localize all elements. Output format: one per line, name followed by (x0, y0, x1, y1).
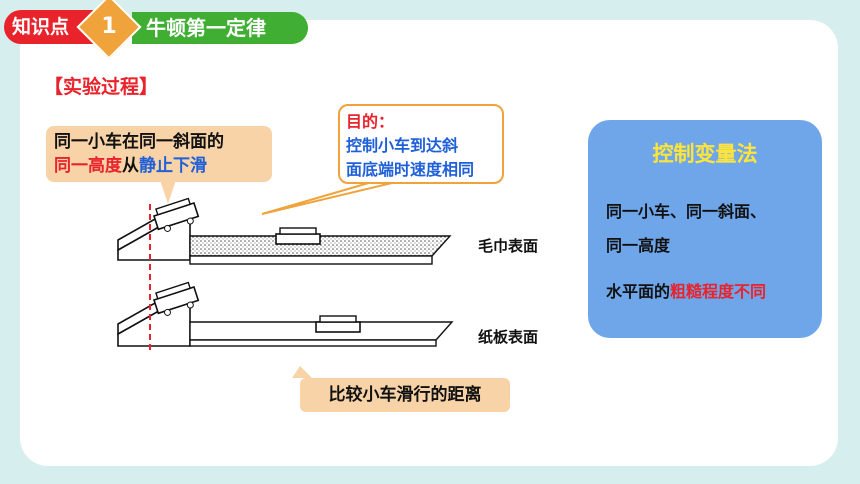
topic-title: 牛顿第一定律 (146, 16, 266, 40)
control-variable-panel: 控制变量法 同一小车、同一斜面、 同一高度 水平面的粗糙程度不同 (588, 120, 822, 338)
panel-line2: 同一高度 (606, 236, 671, 255)
cart-bottom-end (315, 315, 361, 333)
start-condition-callout: 同一小车在同一斜面的 同一高度从静止下滑 (46, 126, 272, 182)
cart-bottom-start (152, 281, 200, 316)
panel-line1: 同一小车、同一斜面、 (606, 202, 767, 221)
towel-setup (117, 197, 452, 265)
bottom-callout-pointer (292, 366, 312, 378)
start-condition-line2: 同一高度从静止下滑 (54, 154, 264, 178)
cardboard-surface-label: 纸板表面 (478, 328, 539, 346)
section-title: 【实验过程】 (44, 76, 159, 98)
compare-distance-callout: 比较小车滑行的距离 (300, 378, 510, 412)
panel-title: 控制变量法 (652, 142, 758, 166)
towel-surface-label: 毛巾表面 (478, 237, 539, 255)
purpose-heading: 目的： (346, 112, 395, 131)
same-height-text: 同一高度 (54, 156, 122, 176)
purpose-callout-pointer (261, 181, 397, 215)
panel-line3-highlight: 粗糙程度不同 (670, 282, 767, 301)
static-slide-text: 静止下滑 (139, 156, 207, 176)
topic-banner: 牛顿第一定律 (132, 12, 308, 44)
cart-top-end (275, 227, 321, 245)
purpose-line2: 面底端时速度相同 (346, 160, 475, 179)
knowledge-point-number: 1 (101, 14, 117, 39)
panel-line3: 水平面的粗糙程度不同 (606, 278, 766, 302)
panel-line3-prefix: 水平面的 (606, 282, 671, 301)
purpose-line1: 控制小车到达斜 (346, 136, 459, 155)
cart-top-start (152, 197, 200, 232)
knowledge-point-label: 知识点 (12, 16, 70, 38)
purpose-callout: 目的： 控制小车到达斜 面底端时速度相同 (338, 104, 504, 184)
from-text: 从 (122, 156, 139, 176)
left-callout-pointer (160, 180, 176, 204)
start-condition-line1: 同一小车在同一斜面的 (54, 132, 224, 152)
cardboard-setup (117, 281, 454, 347)
